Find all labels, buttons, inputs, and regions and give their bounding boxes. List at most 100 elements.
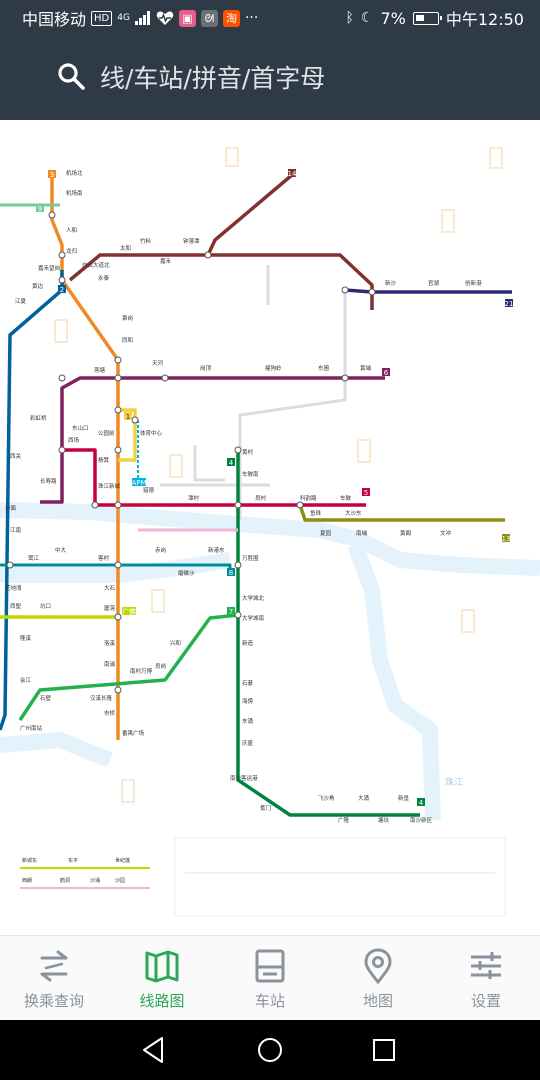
station-shiqi[interactable]: 石碁 [242, 679, 254, 687]
station-yantang[interactable]: 燕塘 [94, 366, 106, 374]
station-dongshankou[interactable]: 东山口 [72, 424, 89, 432]
station-guangzhounan[interactable]: 广州南站 [20, 724, 43, 732]
recents-icon[interactable] [368, 1034, 400, 1066]
station-yuancun[interactable]: 员村 [255, 494, 267, 502]
station-xiayuan[interactable]: 夏园 [320, 530, 332, 537]
station-jichangnan[interactable]: 机场南 [66, 189, 83, 197]
station-longgui[interactable]: 龙归 [66, 247, 77, 255]
station-gongyuanqian[interactable]: 公园前 [98, 429, 115, 437]
station-xiaoping[interactable]: 萧岗 [122, 314, 133, 322]
station-modiesha[interactable]: 磨碟沙 [178, 569, 195, 577]
station-chepainan[interactable]: 车陂南 [242, 470, 259, 478]
station-changshou[interactable]: 长寿路 [40, 477, 57, 485]
nav-map[interactable]: 地图 [324, 936, 432, 1020]
station-huangge[interactable]: 黄阁 [400, 529, 411, 537]
station-dashi[interactable]: 大石 [104, 584, 116, 592]
station-wenchong[interactable]: 文冲 [440, 529, 452, 537]
station-luoxi[interactable]: 洛溪 [104, 639, 116, 647]
station-guanhu[interactable]: 官湖 [428, 279, 440, 287]
station-shiqiao[interactable]: 市桥 [104, 709, 116, 717]
search-icon[interactable] [57, 62, 85, 90]
station-tanwei[interactable]: 潭村 [188, 494, 200, 502]
back-icon[interactable] [138, 1034, 170, 1066]
station-ganggu[interactable]: 岗顶 [200, 365, 212, 372]
station-huangcun[interactable]: 黄村 [242, 448, 254, 456]
station-wanshengwei[interactable]: 万胜围 [242, 554, 259, 562]
station-tonghe[interactable]: 同和 [122, 336, 133, 344]
home-icon[interactable] [254, 1034, 286, 1066]
station-kemulang[interactable]: 科韵路 [300, 494, 317, 502]
station-hanxi[interactable]: 汉溪长隆 [90, 694, 113, 702]
metro-map[interactable]: 珠江 [0, 120, 540, 935]
station-yangji[interactable]: 杨箕 [98, 456, 110, 464]
station-daxuechengnan[interactable]: 大学城南 [242, 614, 265, 622]
station-xiajiao[interactable]: 厦滘 [104, 604, 116, 612]
station-jichangbei[interactable]: 机场北 [66, 169, 83, 177]
station-labels[interactable]: 机场北 机场南 人和 龙归 嘉禾望岗 黄边 白云大道北 江夏 永泰 太和 竹料 … [5, 169, 482, 824]
station-yongtai[interactable]: 永泰 [98, 274, 110, 282]
station-xichang[interactable]: 西场 [68, 436, 80, 444]
station-renhe[interactable]: 人和 [66, 226, 77, 234]
station-dongchong[interactable]: 东涌 [242, 717, 253, 725]
station-tianhe[interactable]: 天河 [152, 359, 164, 367]
search-input[interactable] [100, 52, 520, 104]
station-xingangdong[interactable]: 新港东 [208, 546, 225, 554]
station-kecun[interactable]: 客村 [98, 554, 110, 562]
station-feishajiao[interactable]: 飞沙角 [318, 794, 335, 802]
station-tanggang[interactable]: 塘坑 [378, 816, 390, 824]
station-caihong[interactable]: 彩虹桥 [30, 414, 47, 422]
station-zhujiangxincheng[interactable]: 珠江新城 [98, 482, 121, 490]
station-baiyundadaobei[interactable]: 白云大道北 [82, 261, 110, 269]
station-nanbu[interactable]: 南埔 [356, 529, 368, 537]
line-badges[interactable]: 3 14 2 21 6 5 4 13 8 7 1 APM 广佛 4 9 [36, 169, 513, 807]
station-huijiang[interactable]: 会江 [20, 676, 32, 684]
station-chebei[interactable]: 车陂 [340, 494, 352, 502]
station-jiangnan[interactable]: 江南 [10, 526, 22, 534]
station-zhongda[interactable]: 中大 [55, 546, 67, 554]
station-dongpu[interactable]: 东圃 [318, 364, 330, 372]
station-jiahe[interactable]: 嘉禾 [160, 257, 172, 265]
station-chuangxingang[interactable]: 创新港 [465, 279, 482, 287]
station-huangpu[interactable]: 黄埔 [360, 364, 372, 372]
station-yuangang[interactable]: 员岗 [155, 663, 166, 670]
station-huangge-south[interactable]: 庆盛 [242, 739, 254, 747]
nav-transfer-query[interactable]: 换乘查询 [0, 936, 108, 1020]
station-xinzao[interactable]: 新造 [242, 639, 254, 647]
station-shamian[interactable]: 沙面 [5, 505, 17, 512]
station-nansha[interactable]: 南沙客运港 [230, 774, 258, 782]
station-kengkou[interactable]: 坑口 [40, 602, 51, 610]
nav-station[interactable]: 车站 [216, 936, 324, 1020]
station-longxi[interactable]: 隆溪 [20, 634, 32, 642]
station-guanglong[interactable]: 广隆 [338, 816, 350, 824]
station-yuzhu[interactable]: 鱼珠 [310, 509, 322, 517]
station-tiyuzhongxin[interactable]: 体育中心 [140, 429, 163, 437]
station-jiahewanggang[interactable]: 嘉禾望岗 [38, 264, 60, 272]
station-banqiao[interactable]: 兴和 [170, 639, 181, 647]
station-nancun[interactable]: 南村万博 [130, 667, 153, 675]
station-dots[interactable] [6, 211, 376, 694]
station-jiaomen[interactable]: 蕉门 [260, 804, 271, 812]
nav-settings[interactable]: 设置 [432, 936, 540, 1020]
station-xinsha[interactable]: 新沙 [385, 279, 397, 287]
station-lujiang[interactable]: 鹭江 [28, 554, 40, 562]
station-taihe[interactable]: 太和 [120, 244, 131, 252]
station-dayong[interactable]: 大涌 [358, 794, 369, 802]
station-daxuechengbei[interactable]: 大学城北 [242, 594, 265, 602]
station-xinken[interactable]: 新垦 [398, 794, 410, 802]
station-huadiwan[interactable]: 花地湾 [5, 584, 22, 592]
station-panyu[interactable]: 番禺广场 [122, 729, 145, 737]
station-shougouling[interactable]: 瘦狗岭 [265, 364, 282, 372]
station-liede[interactable]: 猎德 [143, 486, 155, 494]
station-nanshaxinqu[interactable]: 南沙新区 [410, 816, 433, 824]
station-haibang[interactable]: 海傍 [242, 697, 254, 705]
station-zhuliao[interactable]: 竹料 [140, 237, 152, 245]
station-xilang[interactable]: 西塱 [10, 602, 22, 610]
station-chigang[interactable]: 赤岗 [155, 546, 166, 554]
station-dashadong[interactable]: 大沙东 [345, 509, 362, 517]
station-nanpu[interactable]: 南浦 [104, 660, 116, 668]
station-jiangxia[interactable]: 江夏 [15, 298, 27, 305]
station-shibi[interactable]: 石壁 [40, 694, 52, 702]
nav-route-map[interactable]: 线路图 [108, 936, 216, 1020]
metro-map-svg[interactable]: 珠江 [0, 120, 540, 935]
station-zhongluotan[interactable]: 钟落潭 [183, 237, 200, 245]
